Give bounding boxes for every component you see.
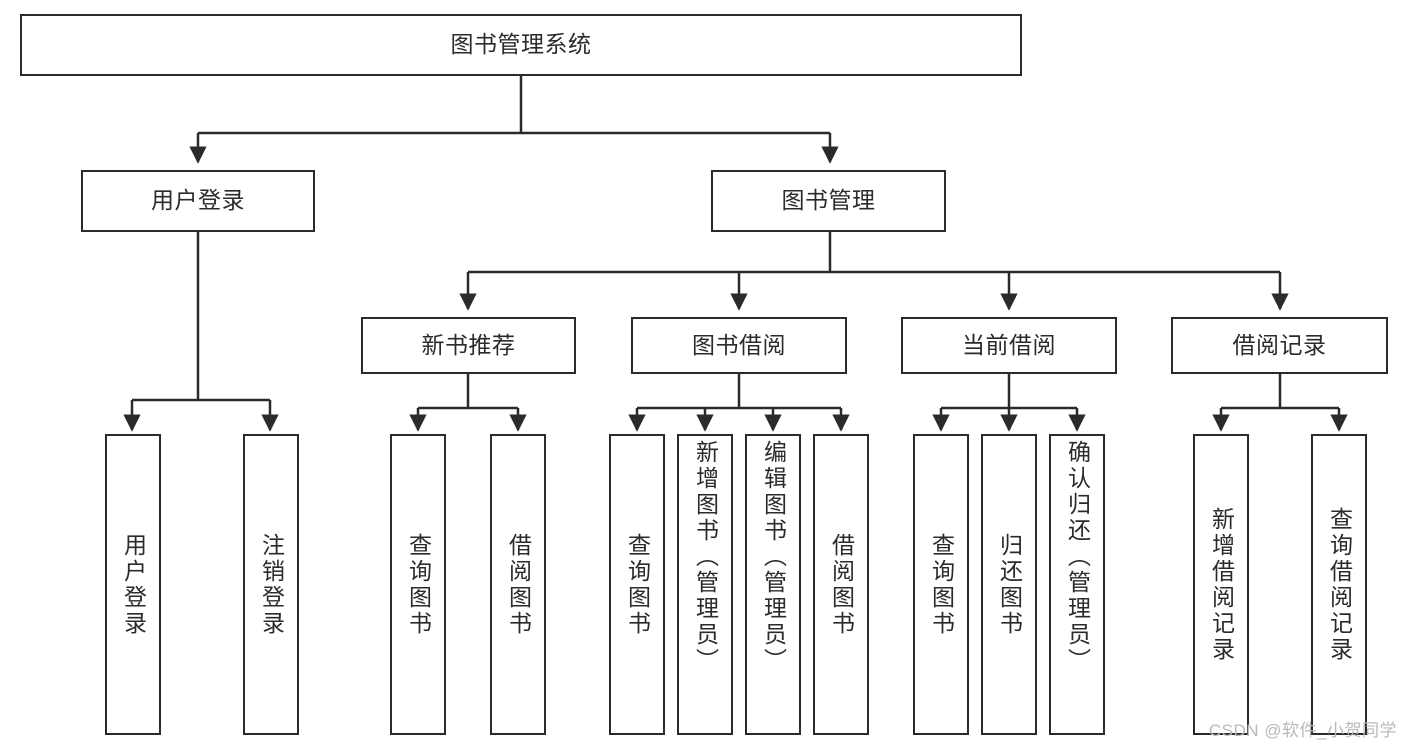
node-new-book-rec[interactable]: 新书推荐 [361,317,576,374]
node-leaf-query-book-1[interactable]: 查询图书 [390,434,446,735]
watermark-text: CSDN @软件_小贺同学 [1208,721,1397,740]
node-leaf-query-record-label: 查询借阅记录 [1326,506,1353,663]
node-user-login[interactable]: 用户登录 [81,170,315,232]
node-leaf-logout-login-label: 注销登录 [258,532,285,637]
node-leaf-add-book[interactable]: 新增图书（管理员） [677,434,733,735]
node-leaf-borrow-book-1-label: 借阅图书 [505,532,532,637]
node-current-borrow-label: 当前借阅 [962,331,1056,358]
node-book-manage[interactable]: 图书管理 [711,170,946,232]
node-leaf-query-book-2-label: 查询图书 [624,532,651,637]
node-leaf-add-book-label: 新增图书（管理员） [692,440,719,674]
node-book-borrow-label: 图书借阅 [692,331,786,358]
node-leaf-query-book-1-label: 查询图书 [405,532,432,637]
node-leaf-query-book-3[interactable]: 查询图书 [913,434,969,735]
node-leaf-add-record-label: 新增借阅记录 [1208,506,1235,663]
node-leaf-query-book-3-label: 查询图书 [928,532,955,637]
node-leaf-logout-login[interactable]: 注销登录 [243,434,299,735]
node-root-label: 图书管理系统 [450,31,592,58]
node-leaf-query-record[interactable]: 查询借阅记录 [1311,434,1367,735]
node-book-manage-label: 图书管理 [781,187,876,214]
node-leaf-confirm-return-label: 确认归还（管理员） [1064,440,1091,674]
node-borrow-record[interactable]: 借阅记录 [1171,317,1388,374]
node-leaf-edit-book[interactable]: 编辑图书（管理员） [745,434,801,735]
node-leaf-borrow-book-1[interactable]: 借阅图书 [490,434,546,735]
node-leaf-add-record[interactable]: 新增借阅记录 [1193,434,1249,735]
node-leaf-edit-book-label: 编辑图书（管理员） [760,440,787,674]
node-leaf-return-book-label: 归还图书 [996,532,1023,637]
node-leaf-user-login-label: 用户登录 [120,532,147,637]
node-leaf-query-book-2[interactable]: 查询图书 [609,434,665,735]
node-current-borrow[interactable]: 当前借阅 [901,317,1117,374]
node-borrow-record-label: 借阅记录 [1232,331,1327,358]
node-leaf-return-book[interactable]: 归还图书 [981,434,1037,735]
node-root[interactable]: 图书管理系统 [20,14,1022,76]
node-new-book-rec-label: 新书推荐 [421,331,516,358]
node-leaf-borrow-book-2-label: 借阅图书 [828,532,855,637]
node-leaf-borrow-book-2[interactable]: 借阅图书 [813,434,869,735]
node-user-login-label: 用户登录 [151,187,245,214]
node-leaf-confirm-return[interactable]: 确认归还（管理员） [1049,434,1105,735]
node-leaf-user-login[interactable]: 用户登录 [105,434,161,735]
node-book-borrow[interactable]: 图书借阅 [631,317,847,374]
